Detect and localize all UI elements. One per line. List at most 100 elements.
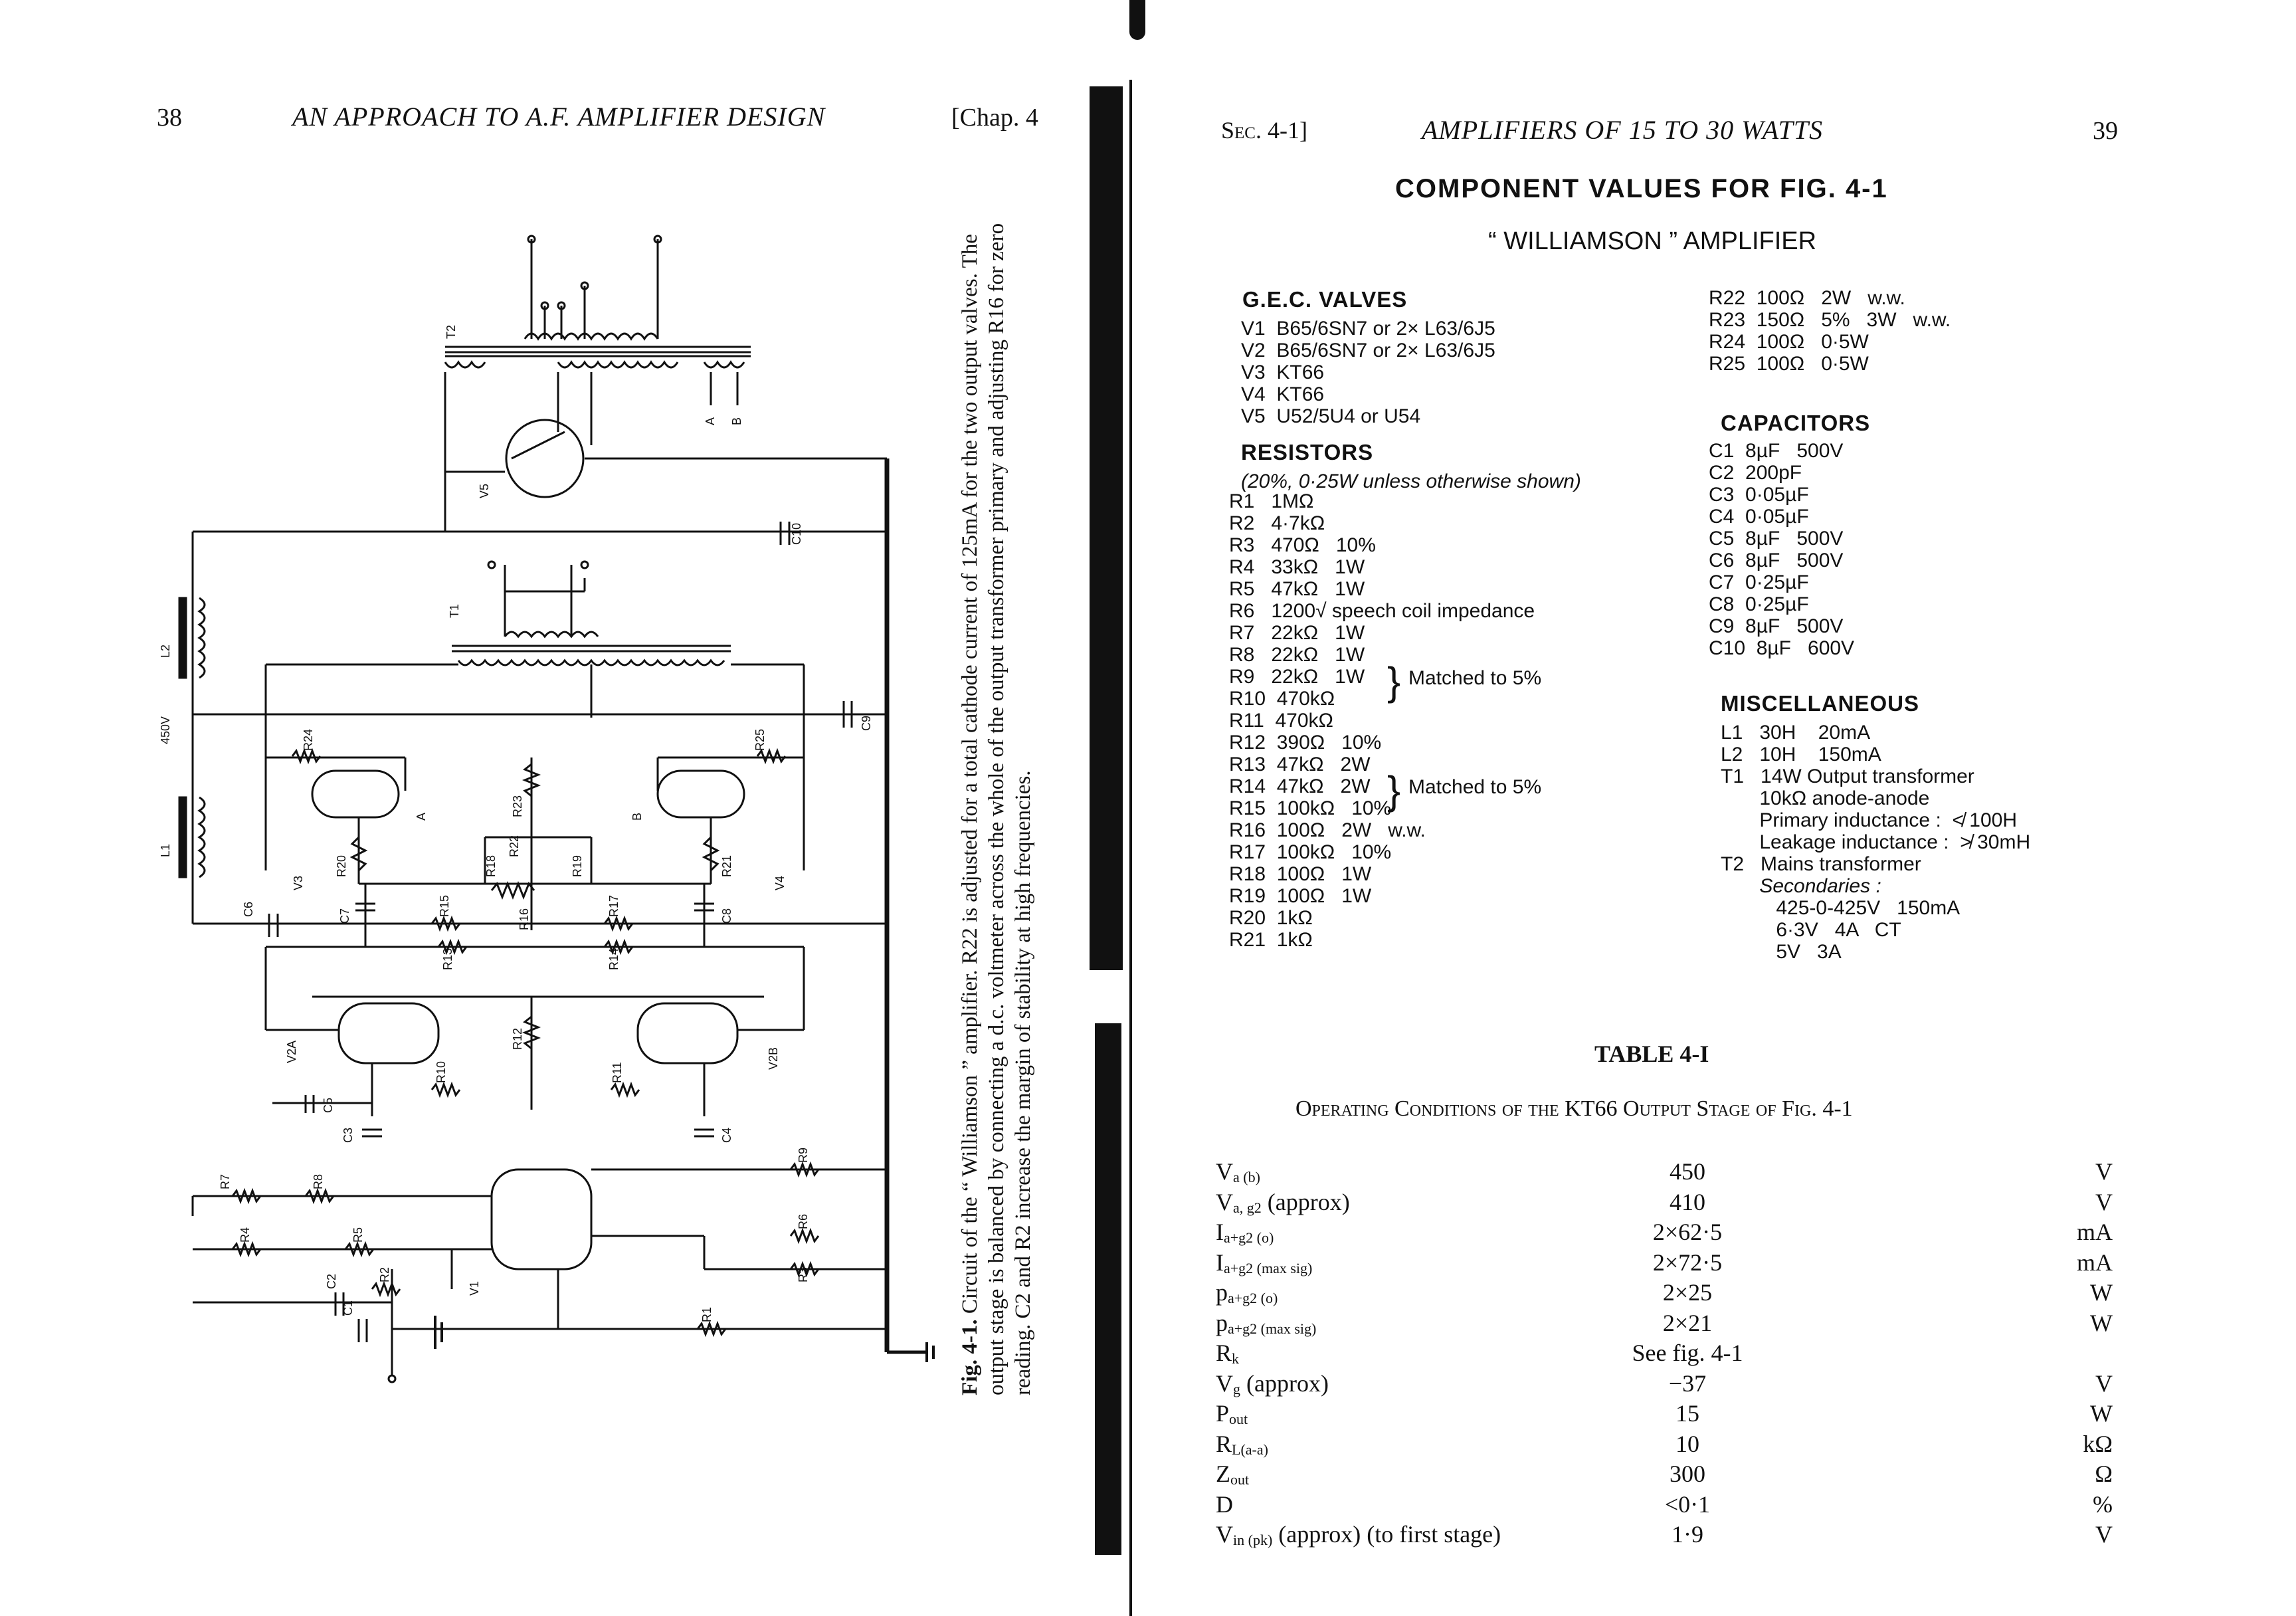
right-running-head: AMPLIFIERS OF 15 TO 30 WATTS (1422, 115, 1824, 145)
value-cell: <0·1 (1664, 1490, 1711, 1518)
list-item: R19 100Ω 1W (1229, 885, 1372, 907)
value-cell: 2×62·5 (1652, 1219, 1723, 1245)
value-cell: −37 (1668, 1369, 1707, 1397)
label-r11: R11 (611, 1062, 624, 1083)
label-r14: R14 (607, 948, 621, 970)
label-c3: C3 (341, 1128, 355, 1143)
list-item: R25 100Ω 0·5W (1709, 353, 1869, 375)
label-r4: R4 (239, 1227, 252, 1243)
unit-cell: kΩ (2083, 1430, 2113, 1457)
list-item: R6 1200√ speech coil impedance (1229, 600, 1535, 622)
label-v2b: V2B (767, 1047, 780, 1070)
param-cell: Zout (1216, 1461, 1250, 1488)
list-item: R16 100Ω 2W w.w. (1229, 819, 1426, 841)
label-r16: R16 (518, 908, 531, 930)
unit-cell: V (2095, 1521, 2113, 1548)
list-item: V4 KT66 (1241, 383, 1325, 405)
list-item: C7 0·25µF (1709, 571, 1809, 593)
label-c6: C6 (242, 902, 255, 917)
list-item: R7 22kΩ 1W (1229, 622, 1365, 644)
misc-list: L1 30H 20mA L2 10H 150mA T1 14W Output t… (1721, 722, 2030, 963)
param-cell: Ia+g2 (max sig) (1216, 1249, 1313, 1276)
label-r7: R7 (219, 1174, 232, 1189)
label-t2: T2 (444, 325, 458, 339)
list-item: V1 B65/6SN7 or 2× L63/6J5 (1241, 318, 1495, 340)
value-cell: 2×21 (1662, 1309, 1713, 1336)
list-item: R13 47kΩ 2W (1229, 754, 1371, 775)
label-r10: R10 (434, 1061, 448, 1083)
label-r2: R2 (378, 1267, 391, 1282)
param-cell: Vg (approx) (1216, 1369, 1329, 1397)
label-r12: R12 (511, 1028, 524, 1050)
label-r13: R13 (441, 948, 454, 970)
unit-cell: % (2093, 1490, 2113, 1518)
list-item: C3 0·05µF (1709, 484, 1809, 506)
list-item: 425-0-425V 150mA (1721, 897, 1961, 919)
label-r18: R18 (484, 855, 498, 877)
label-b1: B (630, 813, 644, 821)
list-item: C2 200pF (1709, 462, 1802, 484)
label-v3: V3 (292, 876, 305, 890)
label-c8: C8 (720, 908, 733, 924)
figure-caption: Fig. 4-1. Circuit of the “ Williamson ” … (957, 213, 1036, 1395)
resistors-heading: RESISTORS (1241, 440, 1374, 464)
list-item: 6·3V 4A CT (1721, 919, 1901, 941)
unit-cell: V (2095, 1369, 2113, 1397)
list-item: R5 47kΩ 1W (1229, 578, 1365, 600)
label-r1: R1 (700, 1307, 714, 1322)
list-item: V5 U52/5U4 or U54 (1241, 405, 1421, 427)
list-item: R10 470kΩ (1229, 688, 1335, 710)
value-cell: 450 (1670, 1158, 1705, 1185)
list-item: C9 8µF 500V (1709, 615, 1844, 637)
list-item: C8 0·25µF (1709, 593, 1809, 615)
capacitors-list: C1 8µF 500V C2 200pF C3 0·05µF C4 0·05µF… (1709, 440, 1854, 659)
label-c7: C7 (338, 908, 351, 924)
label-r25: R25 (753, 729, 767, 751)
param-cell: Va, g2 (approx) (1216, 1188, 1350, 1216)
param-cell: RL(a-a) (1216, 1430, 1268, 1458)
label-r23: R23 (511, 795, 524, 817)
list-item: V3 KT66 (1241, 361, 1325, 383)
param-cell: Ia+g2 (o) (1216, 1219, 1274, 1246)
list-item: R3 470Ω 10% (1229, 534, 1376, 556)
misc-heading: MISCELLANEOUS (1721, 691, 1920, 716)
list-item: R2 4·7kΩ (1229, 512, 1325, 534)
caption-text: Circuit of the “ Williamson ” amplifier.… (958, 223, 1035, 1395)
list-item: R12 390Ω 10% (1229, 732, 1382, 754)
label-r19: R19 (571, 855, 584, 877)
list-item: C6 8µF 500V (1709, 550, 1844, 571)
value-cell: 1·9 (1672, 1521, 1703, 1548)
unit-cell: V (2095, 1188, 2113, 1215)
param-cell: pa+g2 (o) (1216, 1279, 1278, 1306)
gutter-shadow (1090, 86, 1123, 970)
label-a1: A (415, 813, 428, 821)
table-subtitle: Operating Conditions of the KT66 Output … (1295, 1096, 1853, 1121)
list-item: 5V 3A (1721, 941, 1842, 963)
value-cell: 10 (1675, 1430, 1699, 1457)
left-running-head: AN APPROACH TO A.F. AMPLIFIER DESIGN (292, 102, 826, 132)
williamson-schematic: T2 V5 A B C10 T1 L2 450V L1 C9 R24 R25 R… (159, 235, 935, 1383)
list-item: R17 100kΩ 10% (1229, 841, 1392, 863)
label-r8: R8 (312, 1174, 325, 1189)
param-cell: D (1216, 1490, 1233, 1518)
label-l2: L2 (159, 645, 172, 658)
label-c1: C1 (341, 1300, 355, 1316)
label-r5: R5 (351, 1227, 365, 1243)
unit-cell: W (2090, 1400, 2113, 1427)
list-item: R4 33kΩ 1W (1229, 556, 1365, 578)
label-r9: R9 (797, 1148, 810, 1163)
label-v2a: V2A (285, 1041, 298, 1063)
list-item: Secondaries : (1721, 875, 1881, 897)
list-item: Leakage inductance : ≯ 30mH (1721, 831, 2031, 853)
list-item: L2 10H 150mA (1721, 744, 1881, 765)
label-r6: R6 (797, 1214, 810, 1229)
list-item: R1 1MΩ (1229, 490, 1314, 512)
right-page-number: 39 (2093, 117, 2118, 145)
valves-list: V1 B65/6SN7 or 2× L63/6J5 V2 B65/6SN7 or… (1241, 318, 1495, 427)
chapter-label: [Chap. 4 (951, 104, 1038, 132)
matched-note-2: Matched to 5% (1408, 776, 1542, 798)
